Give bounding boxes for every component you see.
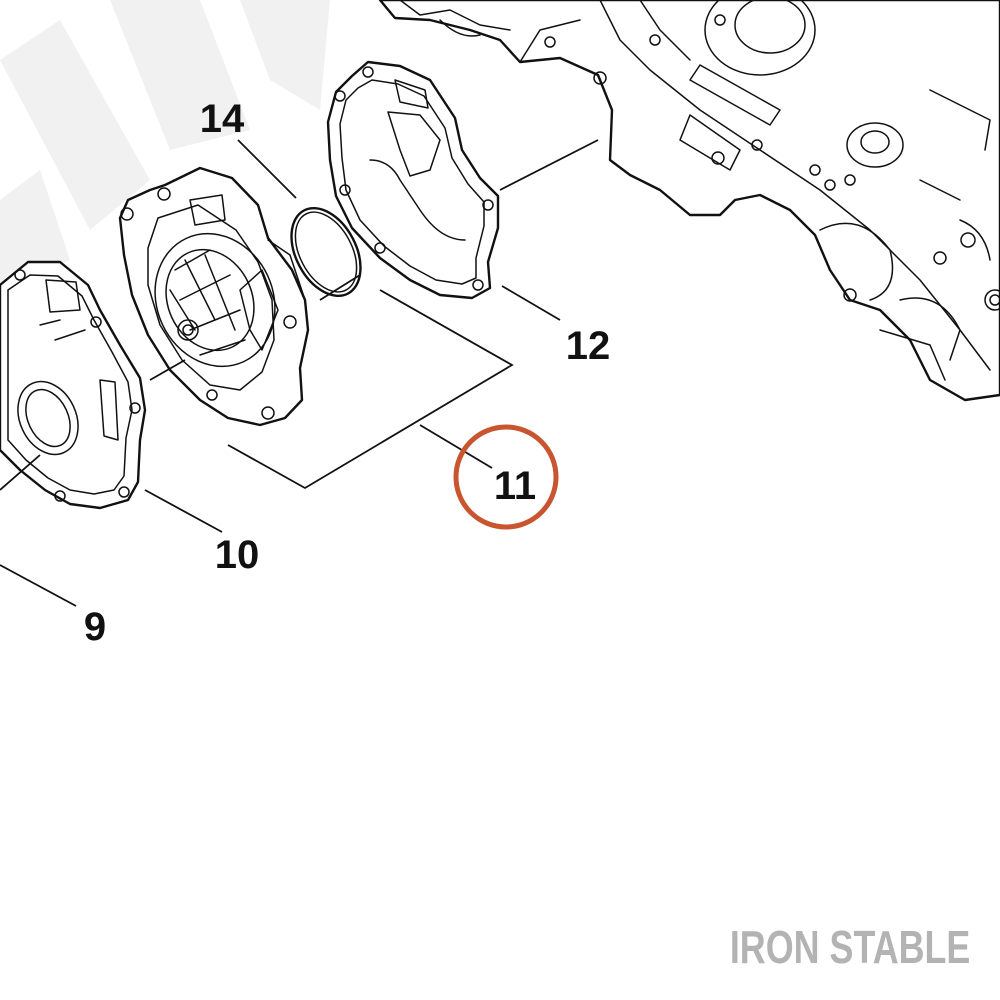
guide-line-cover <box>0 454 41 491</box>
leader-11 <box>419 424 493 469</box>
engine-block <box>378 0 1000 402</box>
callout-12[interactable]: 12 <box>566 324 611 368</box>
part-11-water-pump-housing <box>118 166 310 427</box>
guide-line-housing <box>149 359 186 381</box>
callout-10[interactable]: 10 <box>215 533 260 577</box>
background-watermark-shape <box>0 0 330 290</box>
highlight-ring-callout-11 <box>453 424 559 530</box>
alignment-lines <box>0 139 599 491</box>
leader-10 <box>144 489 223 533</box>
guide-line-gasket-block <box>499 139 599 191</box>
leader-9 <box>0 564 77 607</box>
callout-14[interactable]: 14 <box>200 97 245 141</box>
bracket-part-11 <box>227 289 514 490</box>
leader-12 <box>501 285 561 321</box>
brand-watermark: IRON STABLE <box>729 921 970 973</box>
part-12-gasket <box>326 60 500 300</box>
part-14-o-ring <box>290 206 362 298</box>
leader-lines <box>0 139 561 607</box>
callout-11[interactable]: 11 <box>494 464 536 508</box>
callout-9[interactable]: 9 <box>84 605 106 649</box>
guide-line-ring <box>319 274 361 301</box>
leader-14 <box>237 139 297 199</box>
part-10-cover-gasket <box>0 260 147 510</box>
